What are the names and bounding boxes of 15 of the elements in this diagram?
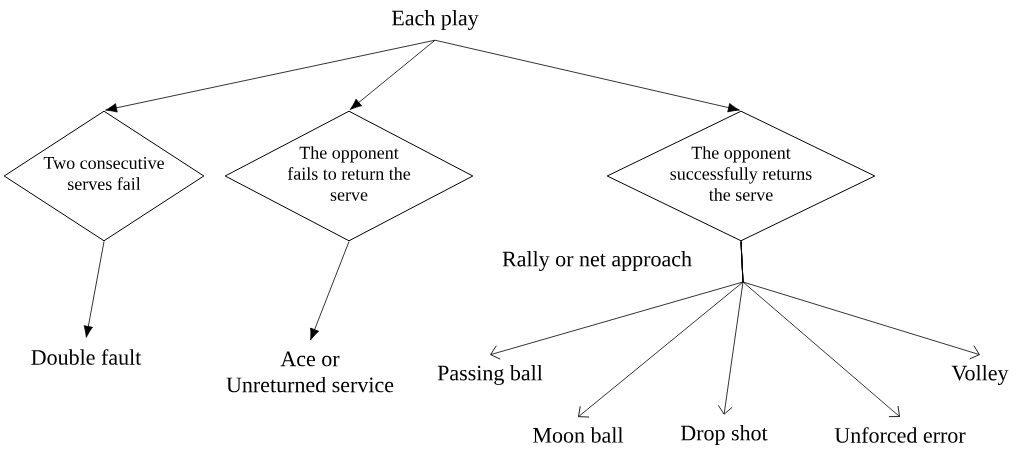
outcome-label: Ace or Unreturned service — [226, 351, 394, 393]
arrow — [740, 241, 980, 360]
arrow — [434, 39, 740, 113]
arrow — [83, 241, 105, 338]
outcome-label: Unforced error — [834, 427, 966, 443]
outcome-label: Drop shot — [680, 425, 768, 445]
arrow — [310, 241, 350, 341]
outcome-label: Double fault — [31, 349, 142, 365]
outcome-label: Volley — [951, 365, 1009, 385]
root-label: Each play — [391, 10, 479, 30]
branch-label: Rally or net approach — [502, 251, 692, 271]
outcome-label: Passing ball — [437, 365, 543, 385]
outcome-label: Moon ball — [533, 427, 624, 443]
arrow — [349, 39, 436, 110]
arrow — [105, 39, 436, 113]
